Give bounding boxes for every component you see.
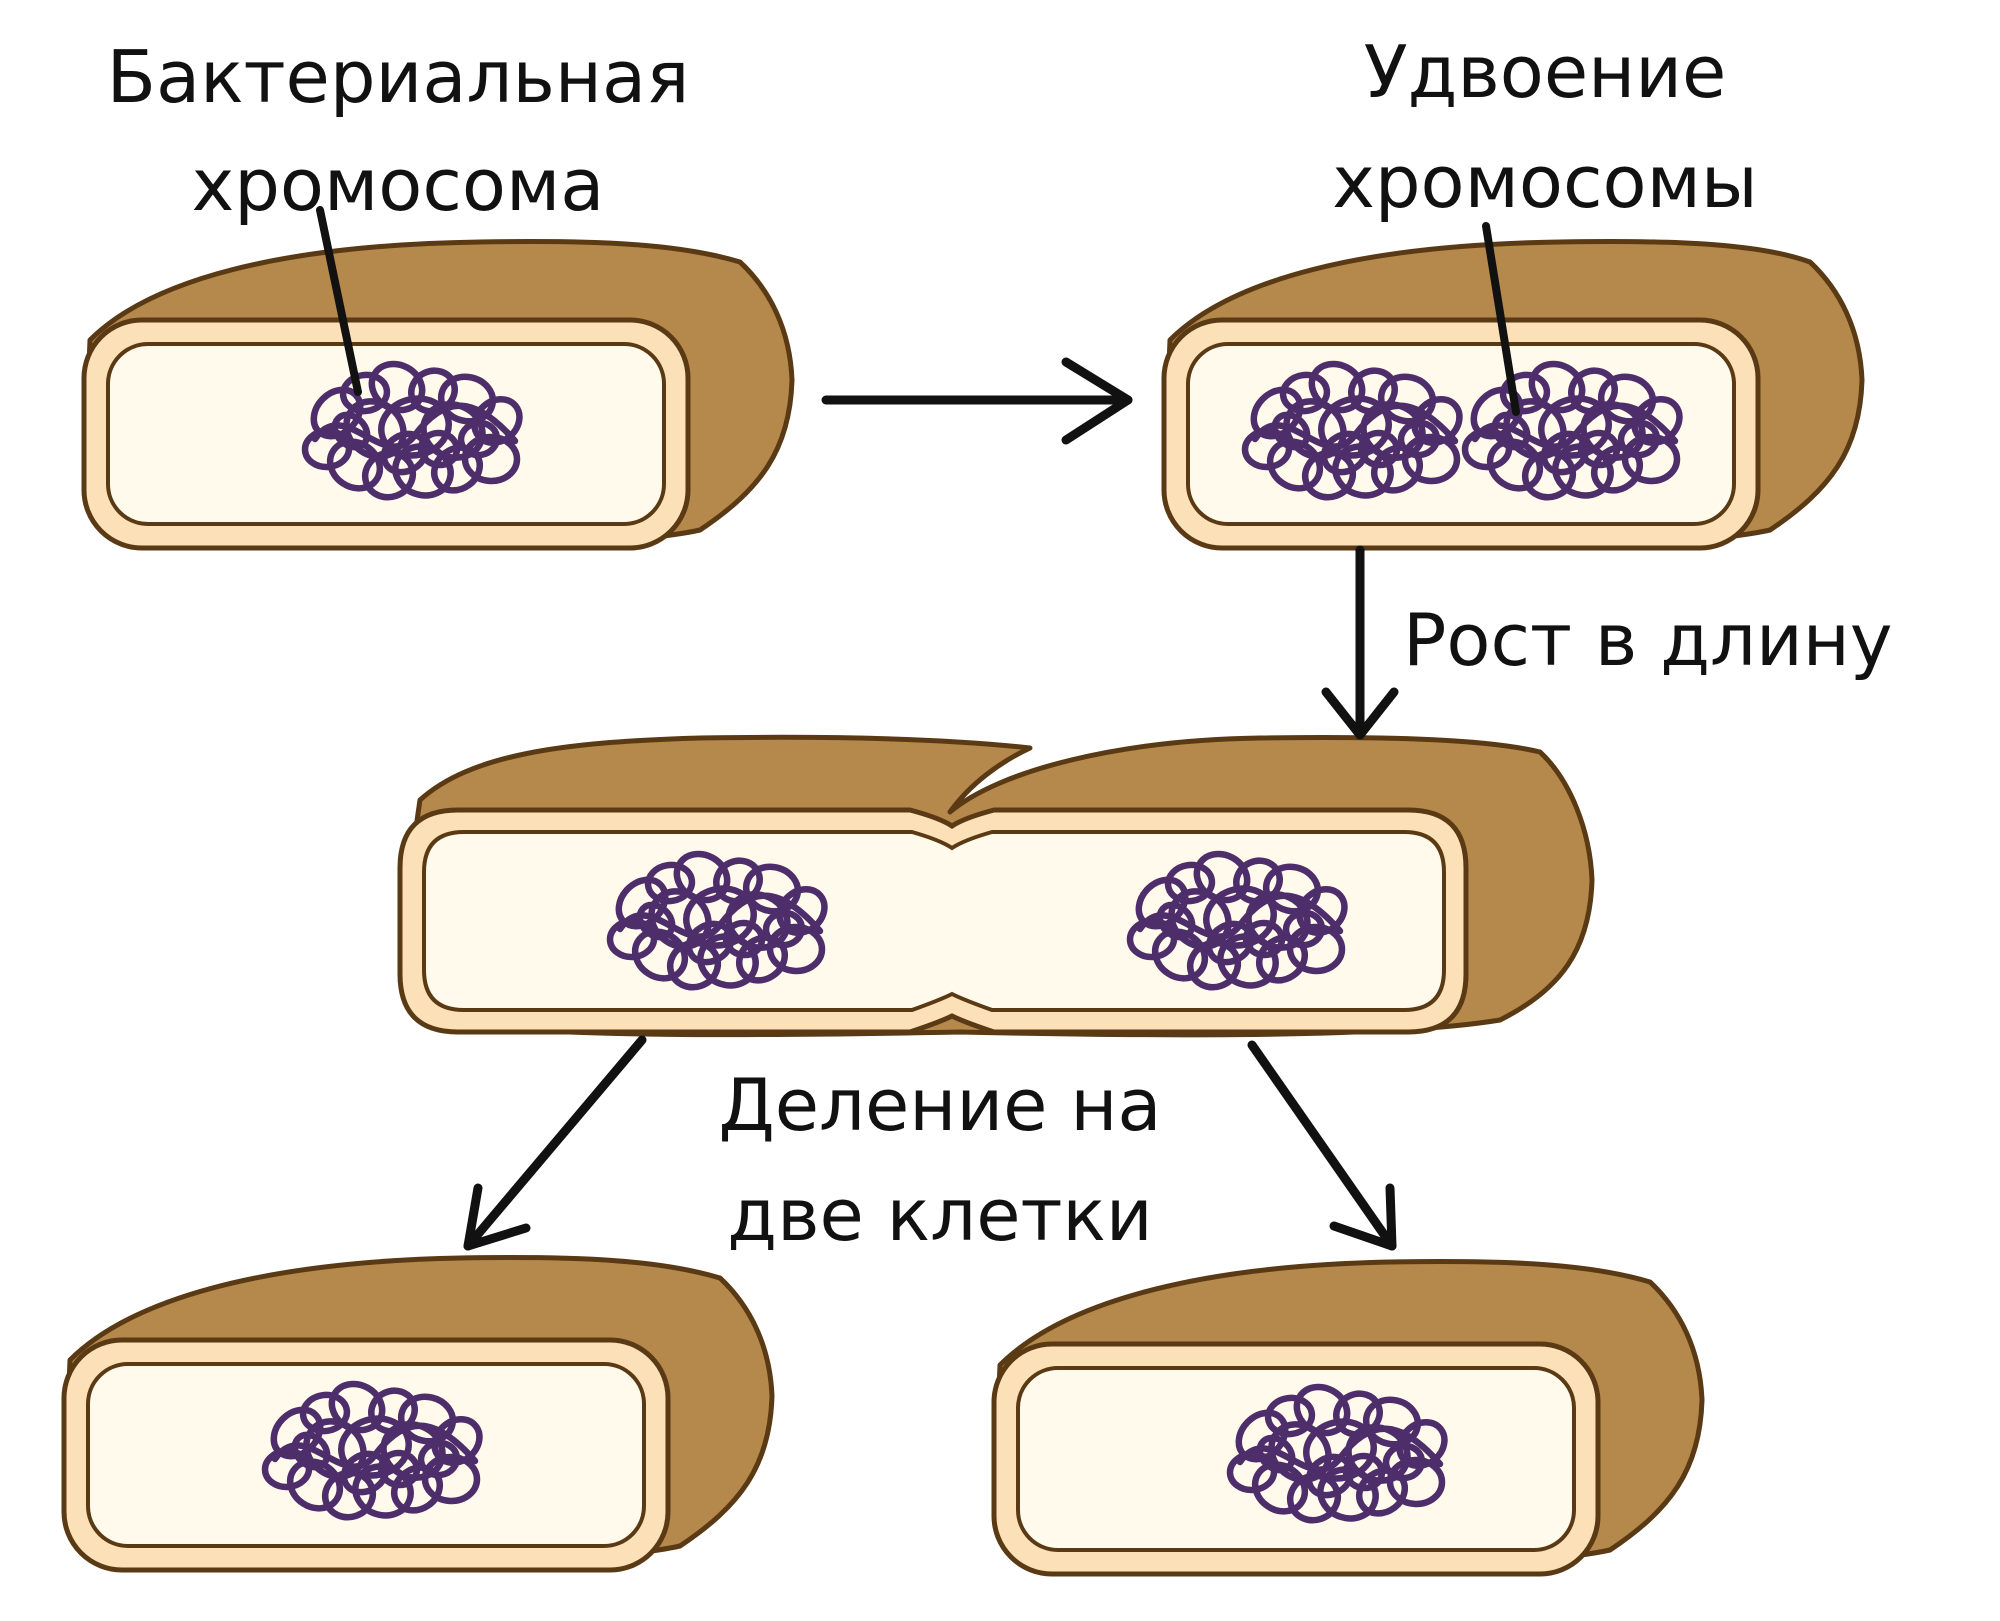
daughter-cell-right	[991, 1259, 1705, 1577]
chromosome-loop	[1397, 419, 1441, 459]
chromosome-loop	[762, 909, 806, 949]
cell-bacterium	[81, 239, 795, 551]
chromosome-loop	[1486, 438, 1544, 492]
chromosome-strand	[616, 892, 824, 940]
chromosome-loop	[631, 928, 689, 982]
chromosome-tangle	[1226, 1383, 1448, 1524]
cell-elongated-dividing	[397, 734, 1595, 1038]
chromosome-loop	[1242, 919, 1286, 959]
chromosome-strand	[1471, 402, 1679, 450]
chromosome-loop	[1156, 901, 1196, 941]
label-division-line2: две клетки	[727, 1173, 1152, 1257]
label-duplication-line1: Удвоение	[1364, 30, 1727, 114]
chromosome-loop	[1382, 1442, 1426, 1482]
chromosome-loop	[742, 863, 802, 915]
chromosome-strand	[1236, 1425, 1444, 1473]
chromosome-loop	[397, 1393, 457, 1445]
chromosome-loop	[417, 429, 461, 469]
chromosome-loop	[1362, 1396, 1422, 1448]
chromosome-tangle-copy	[1461, 360, 1683, 501]
chromosome-loop	[377, 1449, 421, 1489]
chromosome-loop	[286, 1458, 344, 1512]
chromosome-strand	[1251, 402, 1459, 450]
chromosome-loop	[291, 1431, 331, 1471]
chromosome-loop	[1264, 1394, 1316, 1438]
chromosome-loop	[1491, 411, 1531, 451]
chromosome-loop	[1357, 429, 1401, 469]
chromosome-loop	[636, 901, 676, 941]
arrow-down-right	[1247, 1040, 1397, 1251]
chromosome-loop	[1251, 1461, 1309, 1515]
chromosome-tangle	[301, 360, 523, 501]
chromosome-loop	[722, 919, 766, 959]
chromosome-loop	[331, 411, 371, 451]
label-chromosome-line2: хромосома	[192, 143, 605, 227]
chromosome-strand	[271, 1422, 479, 1470]
chromosome-loop	[1256, 1434, 1296, 1474]
chromosome-loop	[299, 1391, 351, 1435]
chromosome-strand	[1136, 892, 1344, 940]
chromosome-loop	[1279, 371, 1331, 415]
chromosome-tangle-left	[606, 850, 828, 991]
chromosome-loop	[417, 1439, 461, 1479]
chromosome-loop	[1164, 861, 1216, 905]
chromosome-loop	[1151, 928, 1209, 982]
label-growth: Рост в длину	[1403, 598, 1892, 682]
label-chromosome-line1: Бактериальная	[107, 35, 690, 119]
daughter-cell-left	[61, 1255, 775, 1573]
chromosome-tangle	[1241, 360, 1463, 501]
chromosome-tangle-right	[1126, 850, 1348, 991]
chromosome-tangle	[261, 1380, 483, 1521]
arrow-right	[821, 357, 1133, 445]
duplication-pointer-line	[1482, 222, 1520, 416]
chromosome-strand	[311, 402, 519, 450]
chromosome-loop	[1377, 373, 1437, 425]
label-duplication-line2: хромосомы	[1332, 140, 1758, 224]
cell-duplicated	[1161, 239, 1865, 551]
chromosome-loop	[1262, 863, 1322, 915]
cytoplasm	[106, 342, 666, 526]
chromosome-loop	[1266, 438, 1324, 492]
chromosome-pointer-line	[316, 206, 362, 396]
chromosome-loop	[1499, 371, 1551, 415]
arrow-down-left	[463, 1035, 647, 1251]
chromosome-loop	[1271, 411, 1311, 451]
chromosome-loop	[437, 373, 497, 425]
chromosome-loop	[457, 419, 501, 459]
chromosome-loop	[644, 861, 696, 905]
arrow-down	[1321, 545, 1399, 740]
chromosome-loop	[1597, 373, 1657, 425]
chromosome-loop	[1617, 419, 1661, 459]
chromosome-loop	[326, 438, 384, 492]
chromosome-loop	[1282, 909, 1326, 949]
chromosome-loop	[339, 371, 391, 415]
label-division-line1: Деление на	[718, 1063, 1161, 1147]
chromosome-loop	[1342, 1452, 1386, 1492]
chromosome-loop	[1577, 429, 1621, 469]
